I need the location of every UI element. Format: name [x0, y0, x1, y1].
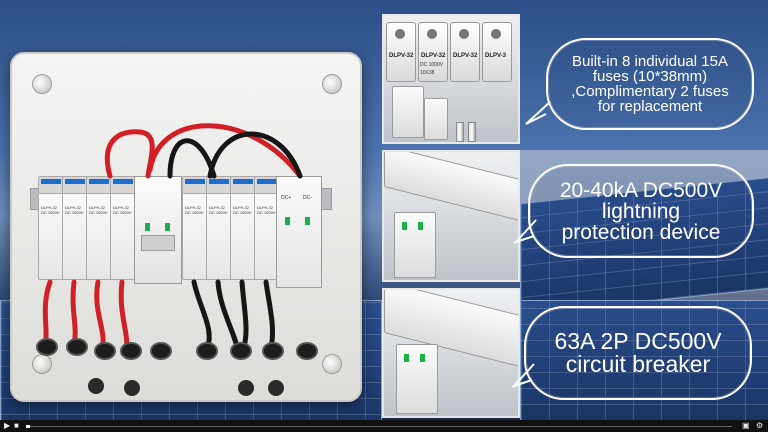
- cable-gland: [262, 342, 284, 360]
- fuse-module: DLPV-32 DC 1000V: [86, 176, 112, 280]
- cable-gland: [66, 338, 88, 356]
- spd-label-minus: DC-: [303, 195, 312, 201]
- feature-bubble-spd: 20-40kA DC500V lightning protection devi…: [528, 164, 754, 258]
- mc4-connector: [238, 380, 254, 396]
- photo-fuse-holders: DLPV-32 DLPV-32 DLPV-32 DLPV-3 DC 1000V …: [382, 14, 520, 144]
- screw-icon: [32, 74, 52, 94]
- photo-circuit-breaker: [382, 288, 520, 418]
- spd-label-plus: DC+: [281, 195, 292, 201]
- play-icon[interactable]: ▶: [4, 421, 11, 430]
- cable-gland: [94, 342, 116, 360]
- screw-icon: [32, 354, 52, 374]
- bubble-tail: [514, 219, 537, 244]
- feature-bubble-fuses: Built-in 8 individual 15A fuses (10*38mm…: [546, 38, 754, 130]
- photo-surge-protector: [382, 150, 520, 282]
- seek-bar[interactable]: [26, 426, 732, 427]
- fuse-module: DLPV-32 DC 1000V: [206, 176, 232, 280]
- seek-progress: [26, 425, 30, 428]
- settings-icon[interactable]: ⚙: [756, 421, 764, 430]
- fuse-holder-size: 10X38: [420, 70, 435, 76]
- bubble-tail: [525, 101, 551, 125]
- volume-icon[interactable]: ■: [14, 421, 19, 430]
- fuse-module: DLPV-32 DC 1000V: [230, 176, 256, 280]
- screw-icon: [322, 354, 342, 374]
- mc4-connector: [268, 380, 284, 396]
- surge-protection-device: DC+ DC-: [276, 176, 322, 288]
- cable-gland: [150, 342, 172, 360]
- mc4-connector: [124, 380, 140, 396]
- cable-gland: [120, 342, 142, 360]
- feature-bubble-breaker: 63A 2P DC500V circuit breaker: [524, 306, 752, 400]
- circuit-breaker: [134, 176, 182, 284]
- video-player-bar: ▶ ■ ▣ ⚙: [0, 420, 768, 432]
- mc4-connector: [88, 378, 104, 394]
- fuse-module: DLPV-32 DC 1000V: [62, 176, 88, 280]
- bubble-tail: [512, 363, 535, 388]
- cable-gland: [296, 342, 318, 360]
- cable-gland: [36, 338, 58, 356]
- fuse-module: DLPV-32 DC 1000V: [254, 176, 280, 280]
- cable-gland: [230, 342, 252, 360]
- fuse-module: DLPV-32 DC 1000V: [182, 176, 208, 280]
- cable-gland: [196, 342, 218, 360]
- screw-icon: [322, 74, 342, 94]
- fullscreen-icon[interactable]: ▣: [742, 421, 750, 430]
- fuse-holder-rating: DC 1000V: [420, 62, 444, 68]
- fuse-module: DLPV-32 DC 1000V: [110, 176, 136, 280]
- fuse-module: DLPV-32 DC 1000V: [38, 176, 64, 280]
